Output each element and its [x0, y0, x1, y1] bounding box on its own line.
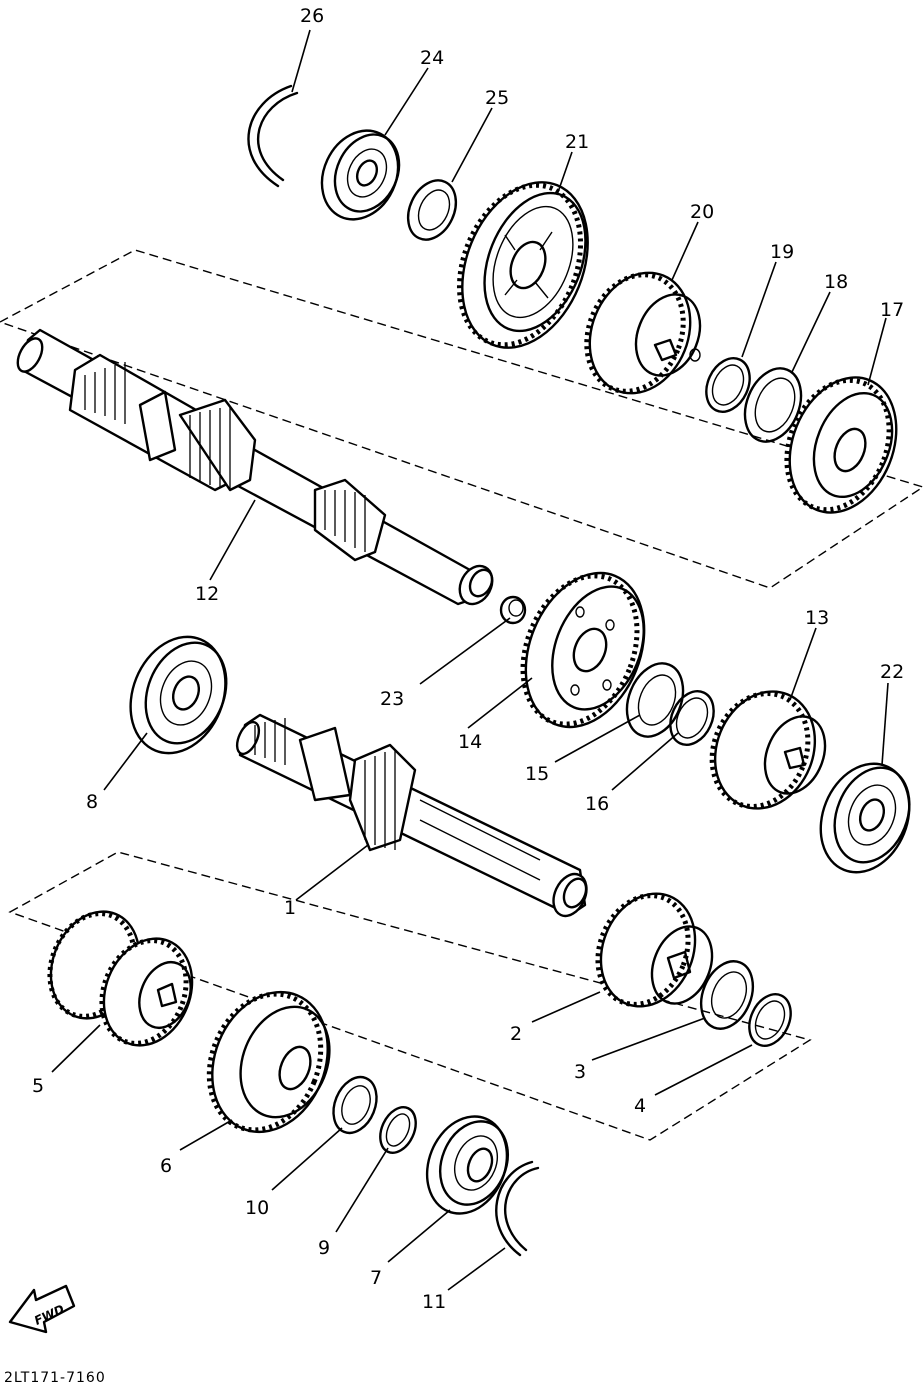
part-16-circlip — [669, 690, 715, 746]
part-11-circlip — [495, 1160, 540, 1257]
part-13-gear — [709, 690, 827, 810]
label-3: 3 — [574, 1061, 586, 1083]
part-18-washer — [743, 367, 803, 443]
leader-lines — [51, 29, 889, 1291]
fwd-arrow-icon: FWD — [8, 1284, 76, 1334]
label-25: 25 — [485, 87, 509, 109]
drawing-code: 2LT171-7160 — [4, 1370, 106, 1386]
label-12: 12 — [195, 583, 219, 605]
part-24-bearing — [320, 129, 401, 221]
part-19-circlip — [705, 357, 751, 413]
part-2-gear — [595, 892, 714, 1008]
part-21-gear — [456, 181, 589, 349]
label-6: 6 — [160, 1155, 172, 1177]
part-number-labels: 26 24 25 21 20 19 18 17 12 23 14 15 16 1… — [32, 5, 904, 1313]
label-23: 23 — [380, 688, 404, 710]
label-19: 19 — [770, 241, 794, 263]
part-8-bearing — [129, 635, 228, 755]
label-2: 2 — [510, 1023, 522, 1045]
label-21: 21 — [565, 131, 589, 153]
label-26: 26 — [300, 5, 324, 27]
part-6-gear — [206, 990, 331, 1134]
label-24: 24 — [420, 47, 444, 69]
part-23-bushing — [499, 595, 527, 625]
label-17: 17 — [880, 299, 904, 321]
label-9: 9 — [318, 1237, 330, 1259]
part-22-bearing — [819, 762, 911, 874]
part-9-circlip — [379, 1106, 417, 1154]
part-14-gear — [520, 571, 646, 729]
part-7-bearing — [425, 1115, 509, 1215]
label-14: 14 — [458, 731, 482, 753]
label-16: 16 — [585, 793, 609, 815]
part-5-gear — [47, 910, 194, 1047]
label-8: 8 — [86, 791, 98, 813]
label-5: 5 — [32, 1075, 44, 1097]
label-7: 7 — [370, 1267, 382, 1289]
label-13: 13 — [805, 607, 829, 629]
part-25-washer — [406, 179, 458, 241]
label-15: 15 — [525, 763, 549, 785]
part-4-circlip — [748, 993, 792, 1047]
part-20-gear — [584, 271, 702, 395]
drive-axle-assembly-outline — [0, 249, 923, 589]
label-18: 18 — [824, 271, 848, 293]
part-15-washer — [625, 662, 685, 738]
label-10: 10 — [245, 1197, 269, 1219]
part-1-main-axle — [235, 713, 588, 918]
label-20: 20 — [690, 201, 714, 223]
part-3-washer — [699, 960, 755, 1030]
part-12-drive-axle — [16, 328, 494, 606]
part-26-circlip — [247, 84, 299, 188]
label-11: 11 — [422, 1291, 446, 1313]
label-1: 1 — [284, 897, 296, 919]
main-axle-gears-outline — [8, 851, 812, 1141]
label-22: 22 — [880, 661, 904, 683]
part-10-washer — [332, 1075, 378, 1135]
label-4: 4 — [634, 1095, 646, 1117]
part-17-gear — [784, 376, 898, 514]
